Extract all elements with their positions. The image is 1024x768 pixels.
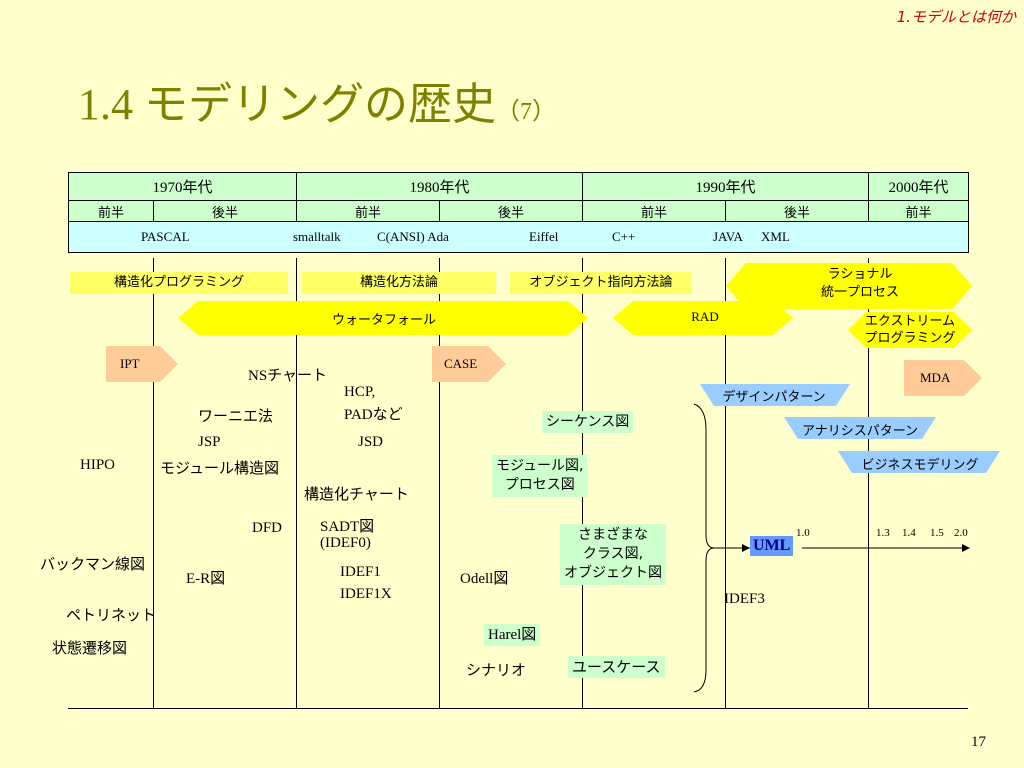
business-modeling-shape [838,451,1000,473]
lang-cpp: C++ [612,229,636,244]
lang-xml: XML [761,229,790,244]
item-idef1x: IDEF1X [340,586,392,602]
module-process-line-2: プロセス図 [504,477,575,493]
uml-arrow-head-1 [742,544,750,552]
class-object-line-1: さまざまな [578,527,648,543]
item-pad: PADなど [344,407,403,423]
item-er: E-R図 [186,571,226,587]
item-idef0: (IDEF0) [320,535,371,551]
timeline-table: 1970年代 1980年代 1990年代 2000年代 前半 後半 前半 後半 … [67,172,970,253]
item-state: 状態遷移図 [52,639,128,657]
item-odell: Odell図 [460,571,509,587]
title-main: 1.4 モデリングの歴史 [78,80,496,129]
item-dfd: DFD [252,520,283,536]
item-hipo: HIPO [80,457,116,473]
lang-c-ada: C(ANSI) Ada [377,229,449,244]
decade-1970: 1970年代 [67,172,298,201]
band-mda: MDA [920,370,951,385]
divider-1990-late [725,258,726,708]
uml-arrow-head-2 [962,544,970,552]
lang-eiffel: Eiffel [529,229,559,244]
uml-version-1-5: 1.5 [930,527,944,539]
item-class-object: さまざまなクラス図, オブジェクト図 [560,524,666,585]
uml-version-1-4: 1.4 [902,527,916,539]
class-object-line-2: クラス図, [582,546,644,562]
module-process-line-1: モジュール図, [496,458,584,474]
band-rad: RAD [691,309,719,324]
half-1980-late: 後半 [439,200,584,222]
page-number: 17 [971,734,986,750]
divider-1980-late [439,258,440,708]
divider-2000-early [868,258,869,708]
slide-title: 1.4 モデリングの歴史（7） [78,68,556,132]
item-module-structure: モジュール構造図 [160,459,279,477]
item-ns-chart: NSチャート [248,368,328,384]
item-idef3: IDEF3 [724,591,765,607]
lang-pascal: PASCAL [141,229,190,244]
item-sequence: シーケンス図 [542,411,634,433]
uml-version-1-0: 1.0 [796,527,810,539]
lang-java: JAVA [713,229,743,244]
band-business-modeling: ビジネスモデリング [861,458,979,473]
case-arrow-shape [432,346,506,382]
xp-arrow-shape [848,312,972,348]
rational-line-1: ラショナル [827,267,893,282]
rad-arrow-shape [613,301,793,335]
item-structured-chart: 構造化チャート [304,485,409,503]
language-row: PASCAL smalltalk C(ANSI) Ada Eiffel C++ … [67,221,970,253]
divider-1980-early [296,258,297,708]
band-ipt: IPT [120,356,140,371]
band-structured-method: 構造化方法論 [302,272,496,294]
item-module-process: モジュール図, プロセス図 [492,455,588,497]
half-1980-early: 前半 [296,200,441,222]
item-hcp: HCP, [344,384,376,400]
item-warnier: ワーニエ法 [198,407,274,425]
band-xp: エクストリームプログラミング [850,313,970,347]
uml-version-2-0: 2.0 [954,527,968,539]
band-waterfall: ウォータフォール [331,313,436,328]
analysis-pattern-shape [784,417,936,439]
band-rational: ラショナル統一プロセス [760,266,960,302]
band-case: CASE [444,356,478,371]
decade-1990: 1990年代 [582,172,870,201]
decade-1980: 1980年代 [296,172,584,201]
band-analysis-pattern: アナリシスパターン [801,424,919,439]
decade-2000: 2000年代 [868,172,970,201]
half-1970-early: 前半 [68,200,154,222]
xp-line-2: プログラミング [864,331,956,346]
half-1990-early: 前半 [582,200,727,222]
lang-smalltalk: smalltalk [293,229,341,244]
item-bachman: バックマン線図 [40,555,146,573]
band-structured-programming: 構造化プログラミング [70,272,288,294]
bracket-shape [693,403,715,693]
item-scenario: シナリオ [466,661,527,679]
title-sub: （7） [496,99,556,125]
item-jsp: JSP [198,434,221,450]
item-usecase: ユースケース [568,656,665,678]
timeline-bottom-line [68,708,968,709]
class-object-line-3: オブジェクト図 [564,565,662,581]
half-1970-late: 後半 [152,200,298,222]
item-uml: UML [750,536,794,556]
uml-version-1-3: 1.3 [876,527,890,539]
band-oo-method: オブジェクト指向方法論 [510,272,692,294]
item-idef1: IDEF1 [340,564,381,580]
rational-line-2: 統一プロセス [820,285,899,300]
mda-arrow-shape [904,360,982,396]
band-design-pattern: デザインパターン [722,390,826,405]
divider-1970-late [153,258,154,708]
item-sadt: SADT図 [320,519,375,535]
waterfall-arrow-shape [178,301,588,335]
item-harel: Harel図 [484,624,541,646]
rational-arrow-shape [726,263,972,309]
item-jsd: JSD [358,434,384,450]
chapter-label: 1.モデルとは何か [896,8,1016,26]
xp-line-1: エクストリーム [864,314,956,329]
design-pattern-shape [700,384,850,406]
item-petri: ペトリネット [66,606,157,624]
ipt-arrow-shape [106,346,178,382]
